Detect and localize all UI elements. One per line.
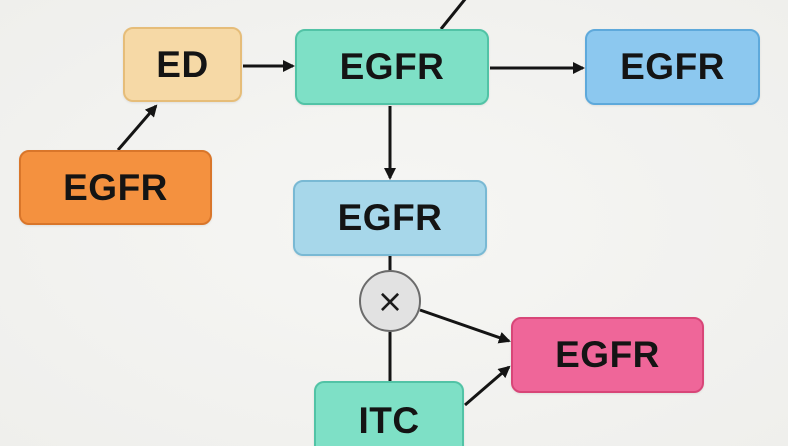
node-egfr-top: EGFR	[295, 29, 489, 105]
node-egfr-mid-label: EGFR	[337, 197, 443, 238]
node-egfr-mid: EGFR	[293, 180, 487, 256]
node-ed-label: ED	[156, 43, 209, 85]
node-egfr-orange: EGFR	[19, 150, 212, 225]
edge-egfr-orange-to-ed	[116, 104, 158, 151]
edge-egfr-top-to-offscreen	[439, 0, 467, 30]
node-ed: ED	[123, 27, 242, 102]
node-itc: ITC	[314, 381, 464, 446]
node-itc-label: ITC	[358, 400, 420, 441]
x-icon: ×	[376, 282, 404, 320]
node-egfr-top-label: EGFR	[339, 46, 445, 87]
node-egfr-right-label: EGFR	[620, 46, 725, 87]
node-egfr-pink-label: EGFR	[555, 334, 660, 375]
edge-itc-to-egfr-pink	[464, 365, 511, 407]
node-egfr-orange-label: EGFR	[63, 166, 168, 208]
node-egfr-pink: EGFR	[511, 317, 704, 393]
inhibition-node: ×	[359, 270, 421, 332]
edge-inhibition-to-egfr-pink	[419, 308, 511, 344]
node-egfr-right: EGFR	[585, 29, 760, 105]
